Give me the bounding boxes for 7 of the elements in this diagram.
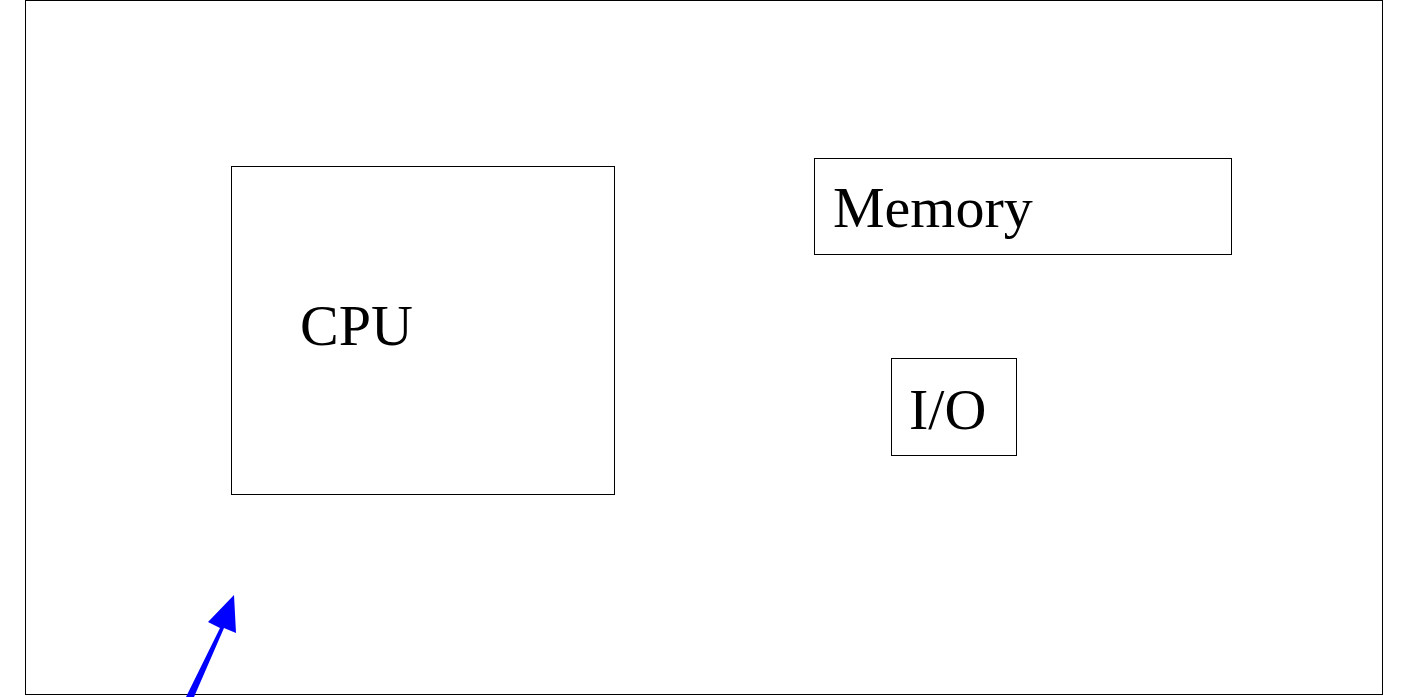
component-box [231,166,615,495]
component-box [891,358,1017,456]
outer-frame [25,0,1383,695]
component-label: I/O [909,381,987,439]
component-label: Memory [833,179,1033,237]
component-box [814,158,1232,255]
component-label: CPU [300,297,413,355]
